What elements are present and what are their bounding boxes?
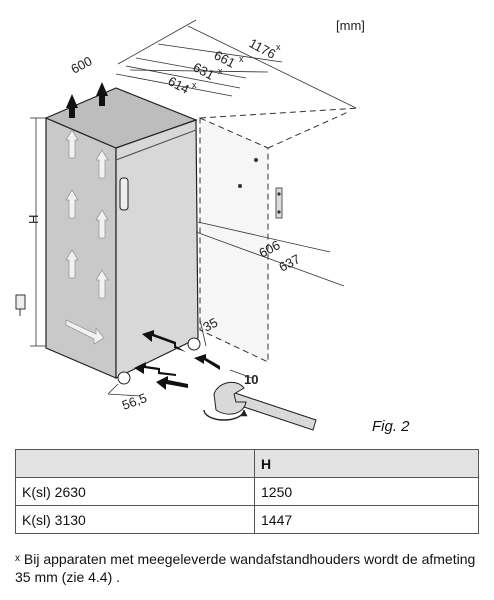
unit-label: [mm] [336, 18, 365, 33]
marker-x-614: x [192, 80, 197, 90]
dim-h: H [26, 215, 41, 224]
table-header-h: H [254, 449, 479, 478]
footnote-text: Bij apparaten met meegeleverde wandafsta… [15, 551, 476, 585]
table-header-model [15, 449, 255, 478]
installation-diagram: [mm] 1176 661 631 614 600 H 606 637 35 5… [15, 18, 365, 431]
footnote: x Bij apparaten met meegeleverde wandafs… [15, 550, 485, 586]
dim-600: 600 [68, 53, 94, 76]
table-cell-height: 1447 [254, 505, 479, 534]
dim-56-5: 56,5 [120, 390, 149, 413]
table-cell-model: K(sl) 3130 [15, 505, 255, 534]
adjustable-feet [117, 337, 201, 385]
table-row: K(sl) 2630 1250 [15, 477, 479, 506]
dimension-lines [30, 19, 357, 397]
dim-637: 637 [276, 251, 302, 274]
dim-661: 661 [212, 47, 238, 70]
marker-x-661: x [239, 54, 244, 64]
airflow-arrows [65, 129, 109, 345]
dim-35: 35 [200, 315, 220, 335]
dim-10: 10 [244, 372, 258, 387]
table-cell-model: K(sl) 2630 [15, 477, 255, 506]
table-header-row: H [15, 449, 479, 478]
exhaust-arrows [66, 82, 108, 118]
appliance-body [44, 87, 199, 379]
wall-bracket [238, 158, 283, 219]
wrench-icon [203, 381, 317, 431]
marker-x-1176: x [276, 42, 281, 52]
wall-spacer [15, 294, 26, 316]
footnote-marker: x [15, 553, 20, 564]
marker-x-631: x [218, 66, 223, 76]
table-row: K(sl) 3130 1447 [15, 505, 479, 534]
wall-outline [199, 107, 361, 363]
table-cell-height: 1250 [254, 477, 479, 506]
figure-caption: Fig. 2 [372, 418, 410, 435]
intake-arrows [134, 330, 220, 390]
dimension-table: H K(sl) 2630 1250 K(sl) 3130 1447 [15, 449, 479, 534]
dim-614: 614 [166, 73, 192, 96]
door-handle [119, 177, 129, 211]
